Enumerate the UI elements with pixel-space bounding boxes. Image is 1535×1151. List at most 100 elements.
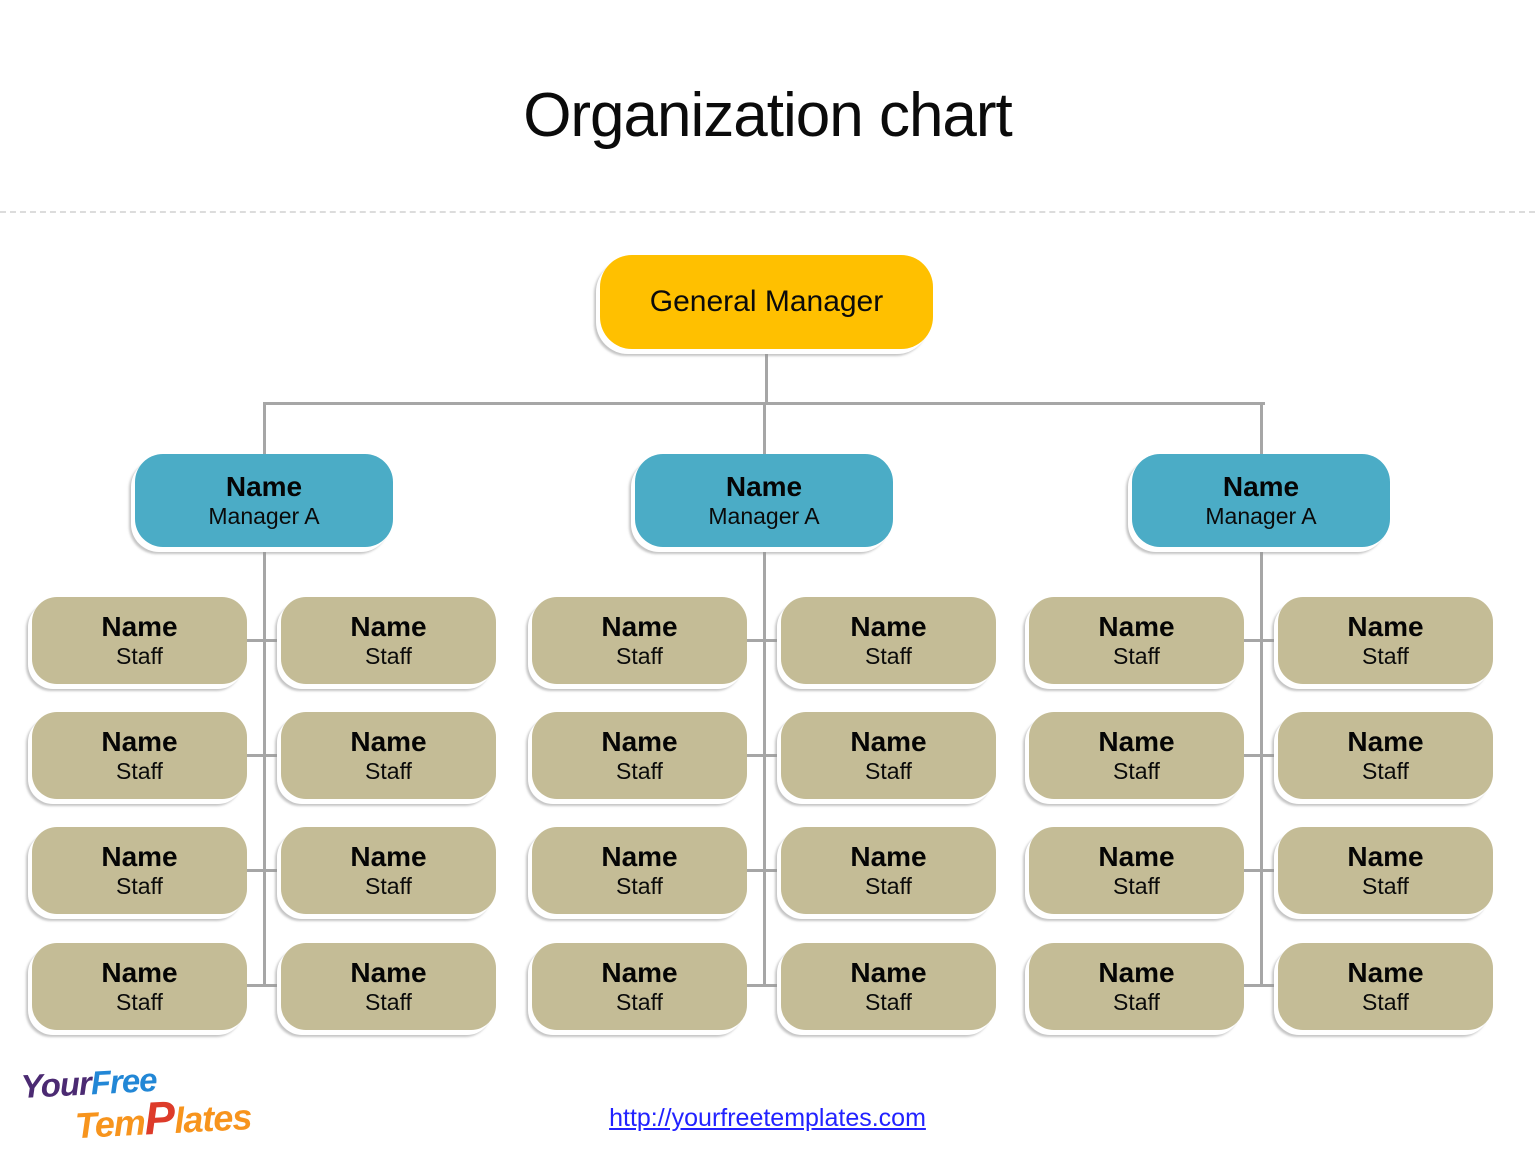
staff-node: Name Staff [281, 597, 496, 684]
connector-drop-left [263, 402, 266, 455]
page-title: Organization chart [523, 81, 1013, 150]
staff-name: Name [601, 725, 678, 757]
staff-name: Name [601, 956, 678, 988]
connector-group2-spine [763, 546, 766, 987]
staff-name: Name [350, 956, 427, 988]
staff-node: Name Staff [781, 943, 996, 1030]
manager-role: Manager A [1205, 502, 1317, 529]
staff-name: Name [1098, 956, 1175, 988]
title-divider [0, 211, 1535, 213]
manager-role: Manager A [708, 502, 820, 529]
connector-group3-spine [1260, 546, 1263, 987]
staff-name: Name [850, 840, 927, 872]
staff-node: Name Staff [32, 712, 247, 799]
staff-name: Name [350, 725, 427, 757]
staff-name: Name [850, 725, 927, 757]
staff-role: Staff [365, 988, 412, 1015]
staff-role: Staff [1362, 642, 1409, 669]
staff-node: Name Staff [781, 827, 996, 914]
connector-stub [744, 639, 784, 642]
connector-stub [1241, 754, 1281, 757]
staff-name: Name [350, 840, 427, 872]
staff-role: Staff [616, 642, 663, 669]
staff-node: Name Staff [32, 597, 247, 684]
staff-node: Name Staff [532, 943, 747, 1030]
staff-name: Name [101, 956, 178, 988]
manager-name: Name [225, 470, 303, 502]
staff-node: Name Staff [281, 712, 496, 799]
staff-node: Name Staff [1029, 597, 1244, 684]
staff-node: Name Staff [532, 827, 747, 914]
staff-name: Name [1347, 956, 1424, 988]
connector-stub [744, 984, 784, 987]
staff-role: Staff [865, 757, 912, 784]
connector-stub [744, 754, 784, 757]
staff-name: Name [1098, 610, 1175, 642]
staff-role: Staff [1113, 642, 1160, 669]
staff-role: Staff [865, 642, 912, 669]
manager-name: Name [1222, 470, 1300, 502]
staff-name: Name [101, 725, 178, 757]
staff-node: Name Staff [32, 943, 247, 1030]
staff-role: Staff [116, 642, 163, 669]
connector-stub [244, 869, 284, 872]
staff-role: Staff [1113, 757, 1160, 784]
staff-name: Name [601, 610, 678, 642]
footer-link[interactable]: http://yourfreetemplates.com [609, 1104, 926, 1132]
staff-role: Staff [865, 988, 912, 1015]
connector-stub [1241, 639, 1281, 642]
staff-name: Name [850, 610, 927, 642]
staff-node: Name Staff [781, 597, 996, 684]
staff-role: Staff [365, 872, 412, 899]
manager-node-1: Name Manager A [135, 454, 393, 547]
staff-node: Name Staff [1278, 597, 1493, 684]
staff-role: Staff [1362, 757, 1409, 784]
staff-node: Name Staff [532, 712, 747, 799]
root-node-general-manager: General Manager [600, 255, 933, 349]
staff-role: Staff [616, 988, 663, 1015]
staff-node: Name Staff [1029, 827, 1244, 914]
staff-node: Name Staff [1029, 943, 1244, 1030]
manager-node-3: Name Manager A [1132, 454, 1390, 547]
staff-role: Staff [616, 872, 663, 899]
connector-stub [244, 639, 284, 642]
staff-node: Name Staff [281, 943, 496, 1030]
staff-role: Staff [116, 872, 163, 899]
connector-stub [244, 984, 284, 987]
staff-role: Staff [365, 642, 412, 669]
staff-node: Name Staff [1278, 943, 1493, 1030]
staff-name: Name [1098, 840, 1175, 872]
connector-root-stub [765, 349, 768, 403]
staff-name: Name [850, 956, 927, 988]
staff-name: Name [101, 840, 178, 872]
staff-name: Name [1347, 610, 1424, 642]
staff-node: Name Staff [281, 827, 496, 914]
staff-role: Staff [1362, 988, 1409, 1015]
staff-name: Name [1347, 725, 1424, 757]
staff-node: Name Staff [781, 712, 996, 799]
staff-role: Staff [616, 757, 663, 784]
manager-role: Manager A [208, 502, 320, 529]
connector-stub [744, 869, 784, 872]
staff-node: Name Staff [1278, 827, 1493, 914]
staff-name: Name [101, 610, 178, 642]
root-node-label: General Manager [649, 285, 884, 318]
footer: http://yourfreetemplates.com [0, 1104, 1535, 1133]
staff-role: Staff [116, 988, 163, 1015]
connector-stub [1241, 984, 1281, 987]
staff-name: Name [1098, 725, 1175, 757]
staff-node: Name Staff [1278, 712, 1493, 799]
staff-name: Name [601, 840, 678, 872]
staff-name: Name [1347, 840, 1424, 872]
connector-drop-middle [763, 402, 766, 455]
staff-role: Staff [116, 757, 163, 784]
connector-stub [244, 754, 284, 757]
logo-word-your: Your [19, 1064, 92, 1105]
staff-role: Staff [1362, 872, 1409, 899]
staff-name: Name [350, 610, 427, 642]
connector-group1-spine [263, 546, 266, 987]
connector-drop-right [1260, 402, 1263, 455]
staff-role: Staff [865, 872, 912, 899]
staff-node: Name Staff [1029, 712, 1244, 799]
